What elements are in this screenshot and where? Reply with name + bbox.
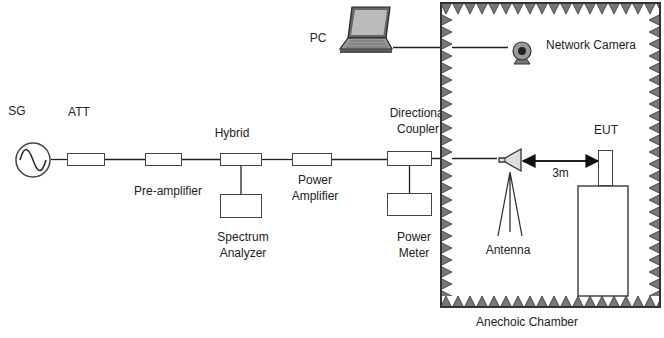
- anechoic-chamber: Anechoic ChamberNetwork CameraAntennaEUT: [440, 2, 661, 308]
- node-label: EUT: [587, 122, 625, 138]
- attenuator-box: ATT: [67, 153, 105, 166]
- antenna-tripod: [498, 172, 522, 236]
- network-camera-icon: Network Camera: [508, 40, 536, 68]
- signal-generator: SG: [15, 142, 51, 178]
- node-label: PC: [303, 30, 333, 46]
- node-label: Power Amplifier: [285, 172, 345, 204]
- node-label: Pre-amplifier: [126, 183, 210, 199]
- horn-antenna-symbol: [497, 148, 523, 172]
- distance-label: 3m: [550, 166, 571, 180]
- sine-source-symbol: [15, 142, 51, 178]
- amplifier-box: Power Amplifier: [292, 153, 332, 166]
- camera-symbol: [508, 40, 536, 68]
- pc-icon: PC: [338, 5, 393, 55]
- cable-line: [182, 159, 220, 160]
- antenna-horn: Antenna: [497, 148, 523, 172]
- preamp-box: Pre-amplifier: [145, 153, 182, 166]
- cable-line: [105, 159, 145, 160]
- cable-line: [332, 159, 387, 160]
- cable-line: [51, 159, 67, 160]
- analyzer-box: Spectrum Analyzer: [220, 194, 262, 218]
- hybrid-box: Hybrid: [220, 153, 262, 166]
- eut-pedestal: [578, 186, 628, 296]
- node-label: Network Camera: [546, 37, 650, 53]
- node-label: Spectrum Analyzer: [209, 229, 277, 261]
- coupler-box: Directional Coupler: [387, 151, 432, 166]
- node-label: Power Meter: [384, 229, 444, 261]
- node-label: Antenna: [478, 242, 538, 258]
- cable-line: [409, 166, 410, 193]
- node-label: SG: [4, 103, 30, 119]
- laptop-symbol: [338, 5, 393, 55]
- node-label: Hybrid: [206, 125, 258, 141]
- eut-box: EUT: [598, 150, 613, 186]
- node-label: Anechoic Chamber: [462, 314, 592, 330]
- power-meter-box: Power Meter: [387, 193, 432, 216]
- distance-arrow: [523, 160, 598, 162]
- node-label: ATT: [59, 104, 99, 120]
- cable-line: [240, 166, 241, 194]
- cable-line: [262, 159, 292, 160]
